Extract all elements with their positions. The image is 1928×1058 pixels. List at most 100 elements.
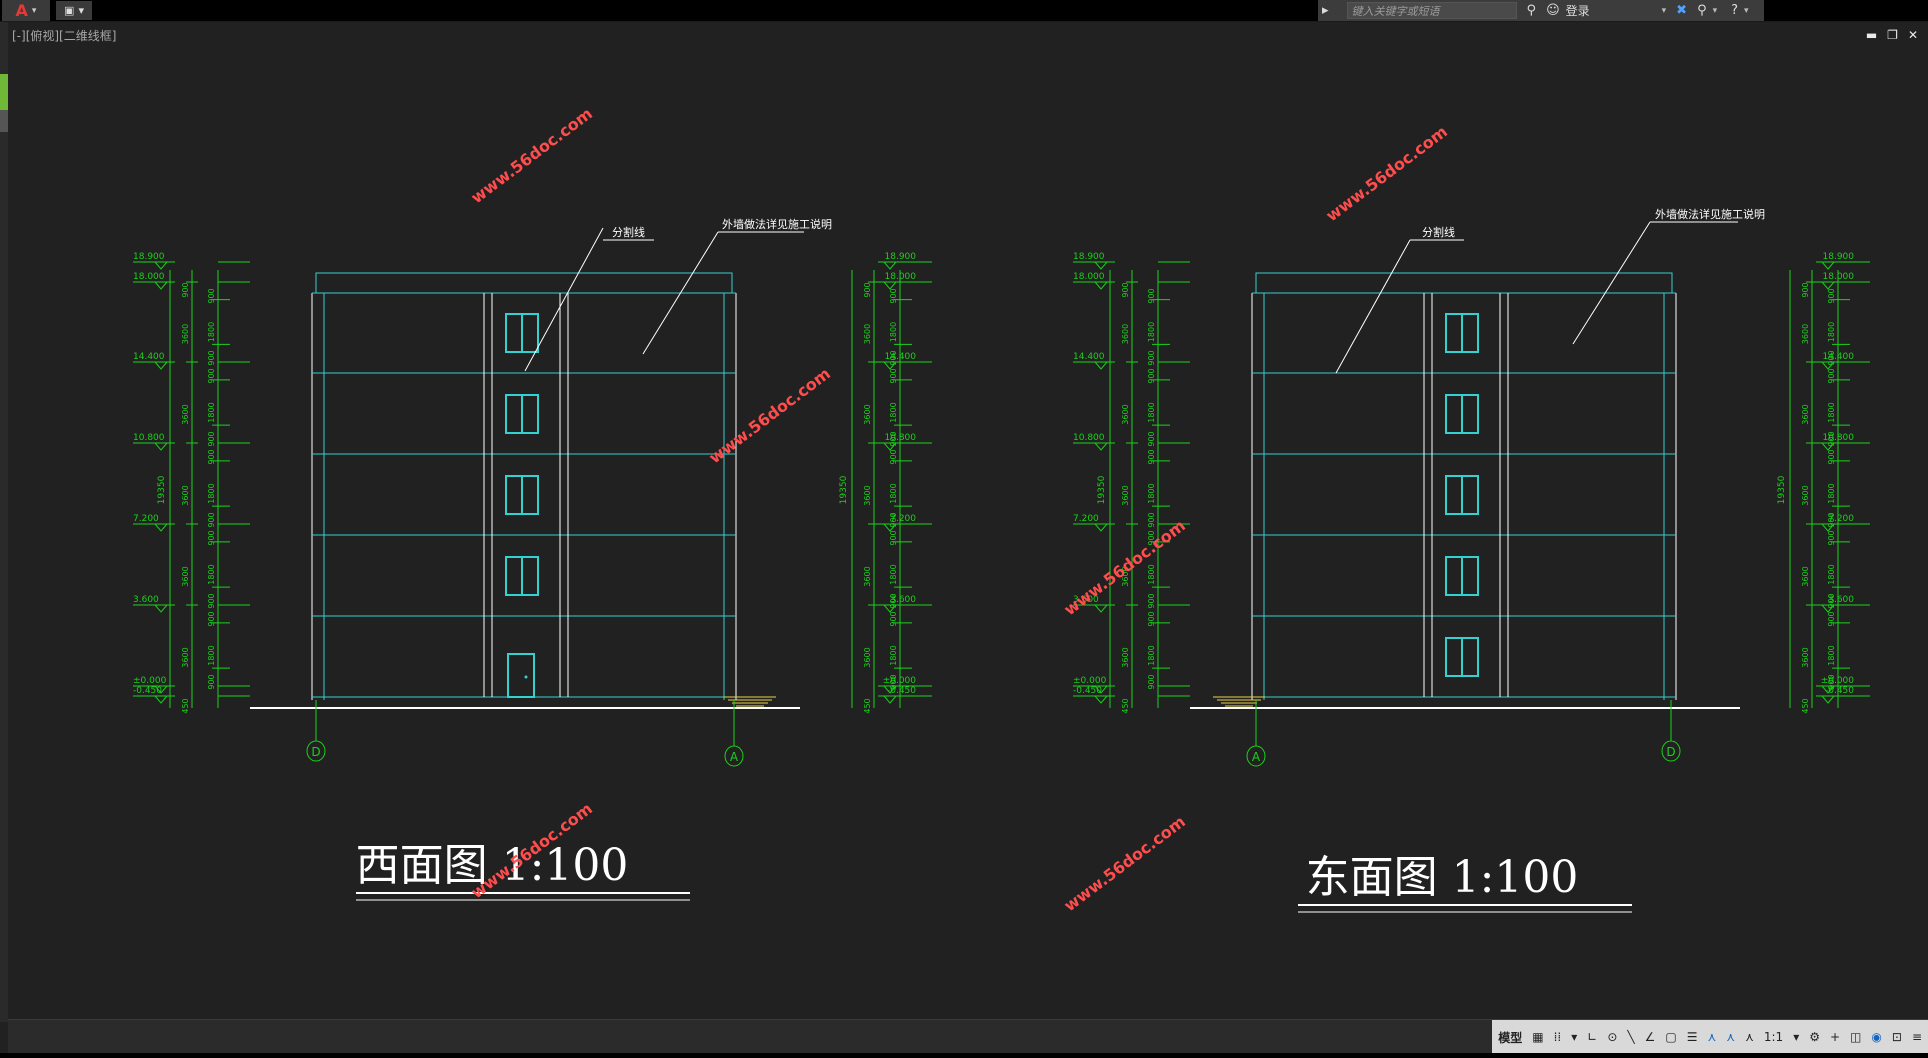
dimension-sub-east: 900 — [1827, 674, 1836, 689]
autoscale-icon[interactable]: ⋏ — [1745, 1030, 1754, 1044]
ducs-icon[interactable]: ▢ — [1665, 1030, 1677, 1044]
elevation-marker — [153, 604, 169, 613]
chevron-down-icon[interactable]: ▾ — [1571, 1030, 1578, 1044]
dimension-floor-west: 3600 — [181, 324, 190, 344]
help-icon[interactable]: ? — [1731, 3, 1739, 18]
dimension-floor-west: 3600 — [181, 404, 190, 424]
elevation-label-east: -0.450 — [1825, 686, 1854, 696]
dimension-floor-east: 3600 — [1121, 404, 1130, 424]
dimension-sub-east: 900 — [1827, 593, 1836, 608]
application-menu-button[interactable]: A▾ — [2, 0, 50, 21]
network-icon[interactable]: ⚲ — [1697, 3, 1707, 18]
dimension-floor-west: 3600 — [863, 566, 872, 586]
chevron-down-icon[interactable]: ▾ — [1744, 5, 1749, 16]
status-tools: 模型 ▦ ⁞⁞ ▾ ∟ ⊙ ╲ ∠ ▢ ☰ ⋏ ⋏ ⋏ 1:1 ▾ ⚙ + ◫ … — [1492, 1020, 1928, 1054]
elevation-label-west: 18.900 — [133, 252, 165, 262]
annotation-scale-icon[interactable]: ⋏ — [1707, 1030, 1717, 1044]
elevation-marker — [1820, 281, 1836, 290]
polar-icon[interactable]: ⊙ — [1607, 1030, 1618, 1044]
title-bar: A▾ ▣▾ ▸ 键入关键字或短语 ⚲ ☺ 登录 ▾ ✖ ⚲ ▾ ? ▾ — [0, 0, 1928, 22]
dimension-sub-east: 900 — [1147, 674, 1156, 689]
dimension-sub-east: 900 — [1147, 611, 1156, 626]
dimension-sub-west: 900 — [207, 512, 216, 527]
exchange-icon[interactable]: ✖ — [1676, 3, 1688, 18]
hardware-acceleration-icon[interactable]: ◉ — [1871, 1030, 1882, 1044]
dimension-sub-east: 1800 — [1147, 645, 1156, 665]
info-center: ▸ 键入关键字或短语 ⚲ ☺ 登录 ▾ ✖ ⚲ ▾ ? ▾ — [1318, 0, 1764, 21]
search-input[interactable]: 键入关键字或短语 — [1346, 2, 1517, 19]
snap-icon[interactable]: ⁞⁞ — [1553, 1030, 1562, 1044]
dimension-base-east: 450 — [1121, 698, 1130, 713]
dimension-sub-east: 1800 — [1827, 402, 1836, 422]
elevation-label-east: 18.000 — [1073, 272, 1105, 282]
elevation-label-east: ±0.000 — [1821, 676, 1855, 686]
annotation-visibility-icon[interactable]: ⋏ — [1726, 1030, 1736, 1044]
dimension-sub-west: 900 — [207, 368, 216, 383]
leader-line — [524, 227, 604, 372]
elevation-label-east: 18.900 — [1073, 252, 1105, 262]
dimension-sub-west: 900 — [889, 530, 898, 545]
elevation-marker — [1820, 604, 1836, 613]
dimension-sub-east: 900 — [1147, 512, 1156, 527]
elevation-label-west: 7.200 — [890, 514, 916, 524]
elevation-marker — [1093, 261, 1109, 270]
menu-icon[interactable]: ≡ — [1911, 1030, 1922, 1044]
elevation-marker — [1093, 361, 1109, 370]
otrack-icon[interactable]: ∠ — [1644, 1030, 1656, 1044]
binoculars-icon[interactable]: ⚲ — [1526, 3, 1537, 18]
restore-icon[interactable]: ❐ — [1887, 28, 1898, 42]
dimension-sub-west: 1800 — [889, 402, 898, 422]
dimension-base-west: 450 — [863, 698, 872, 713]
elevation-marker — [1093, 442, 1109, 451]
grid-icon[interactable]: ▦ — [1532, 1030, 1544, 1044]
dimension-sub-west: 900 — [207, 449, 216, 464]
isolate-icon[interactable]: ◫ — [1850, 1030, 1862, 1044]
dimension-sub-east: 1800 — [1147, 402, 1156, 422]
elevation-marker — [153, 281, 169, 290]
note-wall-finish: 外墙做法详见施工说明 — [722, 217, 832, 231]
dimension-sub-west: 1800 — [207, 322, 216, 342]
dimension-sub-west: 900 — [889, 288, 898, 303]
close-icon[interactable]: ✕ — [1907, 28, 1918, 42]
gear-icon[interactable]: ⚙ — [1809, 1030, 1820, 1044]
login-button[interactable]: 登录 — [1565, 4, 1590, 18]
expand-arrow-icon[interactable]: ▸ — [1322, 3, 1329, 18]
elevation-label-west: -0.450 — [133, 686, 162, 696]
chevron-down-icon[interactable]: ▾ — [1712, 5, 1718, 16]
elevation-marker — [882, 442, 898, 451]
viewport-controls-label[interactable]: [-][俯视][二维线框] — [12, 29, 117, 43]
dimension-floor-east: 3600 — [1801, 324, 1810, 344]
lineweight-icon[interactable]: ☰ — [1686, 1030, 1698, 1044]
file-tab-marker-dark — [0, 110, 8, 132]
dimension-sub-west: 900 — [889, 431, 898, 446]
model-space-button[interactable]: 模型 — [1498, 1030, 1523, 1045]
elevation-marker — [882, 523, 898, 532]
elevation-marker — [153, 361, 169, 370]
dimension-sub-west: 1800 — [889, 564, 898, 584]
quick-access-toolbar[interactable]: ▣▾ — [56, 1, 92, 20]
axis-label-east: A — [1252, 750, 1261, 764]
dimension-sub-east: 900 — [1147, 449, 1156, 464]
elevation-marker — [153, 442, 169, 451]
elevation-label-west: ±0.000 — [133, 676, 167, 686]
dimension-sub-east: 1800 — [1827, 564, 1836, 584]
chevron-down-icon[interactable]: ▾ — [1661, 5, 1667, 16]
dimension-sub-east: 900 — [1827, 449, 1836, 464]
elevation-label-west: -0.450 — [887, 686, 916, 696]
minimize-icon[interactable]: ▬ — [1865, 28, 1878, 42]
clean-screen-icon[interactable]: ⊡ — [1891, 1030, 1902, 1044]
drawing-canvas[interactable]: 18.90018.00014.40010.8007.2003.600±0.000… — [0, 0, 1928, 1018]
dimension-sub-west: 900 — [207, 288, 216, 303]
dimension-floor-west: 3600 — [181, 485, 190, 505]
osnap-icon[interactable]: ╲ — [1627, 1030, 1635, 1044]
elevation-marker — [882, 261, 898, 270]
dimension-base-west: 450 — [181, 698, 190, 713]
elevation-marker — [882, 604, 898, 613]
ortho-icon[interactable]: ∟ — [1587, 1030, 1598, 1044]
elevation-marker — [1820, 442, 1836, 451]
annotation-scale-value[interactable]: 1:1 — [1763, 1030, 1784, 1044]
dimension-sub-east: 900 — [1827, 431, 1836, 446]
chevron-down-icon[interactable]: ▾ — [1793, 1030, 1800, 1044]
plus-icon[interactable]: + — [1829, 1030, 1841, 1044]
chevron-down-icon: ▾ — [78, 4, 84, 17]
